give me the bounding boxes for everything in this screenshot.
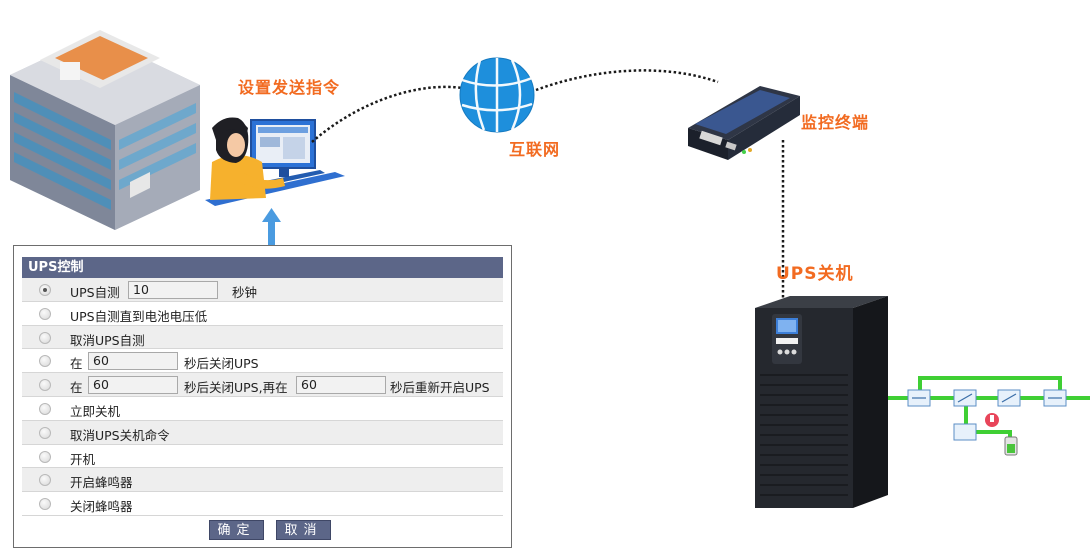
ups-control-panel-inner: UPS控制 UPS自测 10 秒钟 UPS自测直到电池电压低 取消UPS自测 xyxy=(22,257,503,543)
option-label: 立即关机 xyxy=(70,403,121,419)
option-label: 在 xyxy=(70,380,83,396)
power-flow-schematic xyxy=(888,376,1090,456)
radio-button[interactable] xyxy=(39,355,51,368)
option-label: 在 xyxy=(70,356,83,372)
option-row-self-test-until-low-battery[interactable]: UPS自测直到电池电压低 xyxy=(22,301,503,326)
restart-delay-input[interactable]: 60 xyxy=(296,376,386,395)
label-ups-shutdown: UPS关机 xyxy=(776,264,854,284)
option-row-self-test[interactable]: UPS自测 10 秒钟 xyxy=(22,278,503,302)
network-connection-lines xyxy=(311,69,785,298)
radio-button[interactable] xyxy=(39,474,51,487)
radio-button[interactable] xyxy=(39,379,51,392)
option-label: UPS自测 xyxy=(70,285,120,300)
ups-tower-icon xyxy=(755,296,888,508)
label-internet: 互联网 xyxy=(509,140,561,159)
radio-button[interactable] xyxy=(39,284,51,296)
option-row-shutdown-and-restart[interactable]: 在 60 秒后关闭UPS,再在 60 秒后重新开启UPS xyxy=(22,373,503,397)
option-row-shutdown-after-delay[interactable]: 在 60 秒后关闭UPS xyxy=(22,349,503,374)
button-bar: 确定 取消 xyxy=(22,516,503,543)
monitoring-terminal-device-icon xyxy=(688,86,800,160)
confirm-button[interactable]: 确定 xyxy=(209,519,264,540)
option-row-cancel-shutdown[interactable]: 取消UPS关机命令 xyxy=(22,420,503,445)
radio-button[interactable] xyxy=(39,307,51,320)
option-label: 关闭蜂鸣器 xyxy=(70,499,133,515)
up-arrow-icon xyxy=(262,208,281,256)
option-label: 取消UPS自测 xyxy=(70,332,145,348)
control-options-list: UPS自测 10 秒钟 UPS自测直到电池电压低 取消UPS自测 在 xyxy=(22,278,503,516)
seconds-input[interactable]: 10 xyxy=(128,281,218,299)
option-label: 取消UPS关机命令 xyxy=(70,427,170,443)
option-suffix: 秒钟 xyxy=(232,285,258,300)
office-building-icon xyxy=(10,30,200,230)
option-label: 开启蜂鸣器 xyxy=(70,475,133,491)
option-middle-text: 秒后关闭UPS,再在 xyxy=(184,380,288,396)
option-label: UPS自测直到电池电压低 xyxy=(70,308,208,324)
panel-title: UPS控制 xyxy=(22,257,503,278)
operator-at-computer-icon xyxy=(205,117,345,206)
option-row-disable-buzzer[interactable]: 关闭蜂鸣器 xyxy=(22,492,503,516)
radio-button[interactable] xyxy=(39,402,51,415)
option-row-immediate-shutdown[interactable]: 立即关机 xyxy=(22,396,503,421)
radio-button[interactable] xyxy=(39,498,51,511)
option-suffix: 秒后关闭UPS xyxy=(184,356,259,372)
option-row-power-on[interactable]: 开机 xyxy=(22,444,503,469)
option-suffix: 秒后重新开启UPS xyxy=(390,380,490,396)
radio-button[interactable] xyxy=(39,450,51,463)
radio-button[interactable] xyxy=(39,426,51,439)
shutdown-delay-input[interactable]: 60 xyxy=(88,376,178,395)
cancel-button[interactable]: 取消 xyxy=(276,519,331,540)
option-row-cancel-self-test[interactable]: 取消UPS自测 xyxy=(22,325,503,350)
label-monitor-terminal: 监控终端 xyxy=(801,113,870,132)
option-row-enable-buzzer[interactable]: 开启蜂鸣器 xyxy=(22,468,503,493)
option-label: 开机 xyxy=(70,451,96,467)
globe-internet-icon xyxy=(459,57,535,133)
label-set-send-command: 设置发送指令 xyxy=(238,78,341,97)
delay-seconds-input[interactable]: 60 xyxy=(88,352,178,371)
ups-control-panel: UPS控制 UPS自测 10 秒钟 UPS自测直到电池电压低 取消UPS自测 xyxy=(13,245,512,548)
radio-button[interactable] xyxy=(39,331,51,344)
